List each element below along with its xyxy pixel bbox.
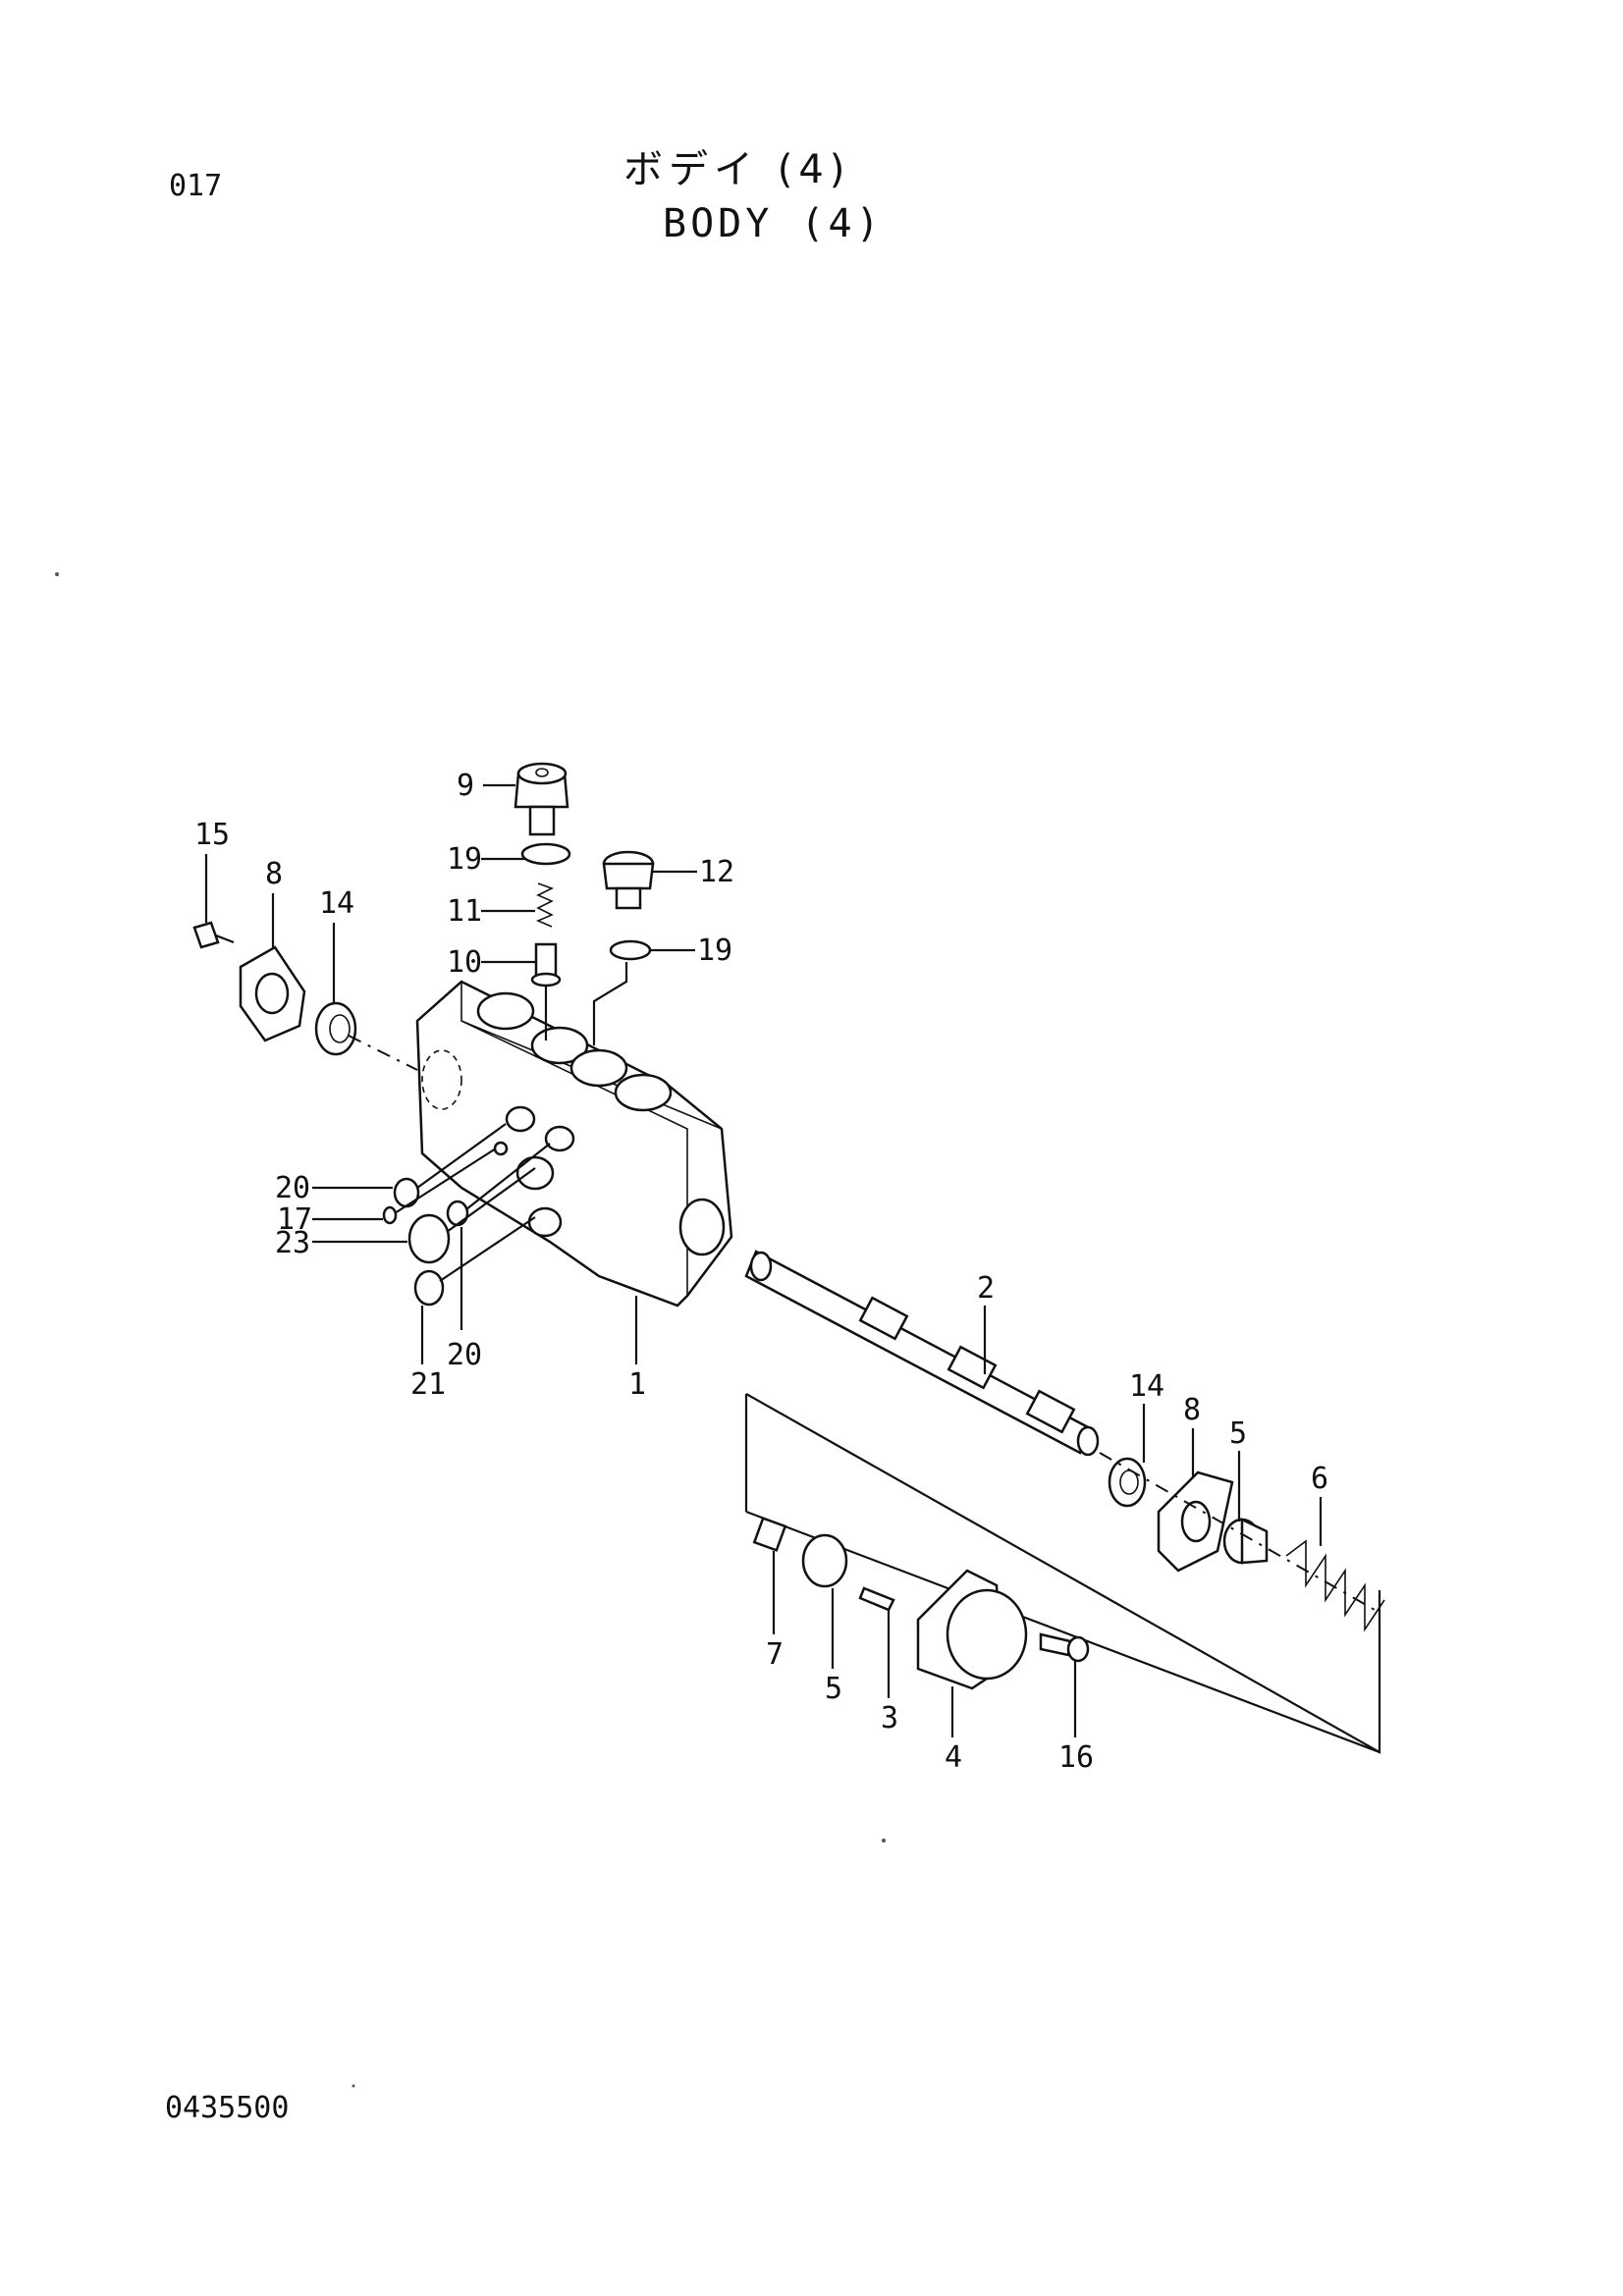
callout-19-top: 19: [447, 842, 482, 877]
leader-lines: [204, 783, 1323, 1737]
callout-20-bottom: 20: [447, 1338, 482, 1372]
callout-15: 15: [194, 818, 230, 852]
callout-8-right: 8: [1183, 1393, 1201, 1427]
callout-7: 7: [766, 1637, 784, 1672]
callout-4: 4: [945, 1740, 962, 1775]
callout-14-left: 14: [319, 886, 354, 921]
spool: [744, 1250, 1100, 1457]
right-end-spring-assembly: [1099, 1452, 1385, 1632]
callout-10: 10: [447, 945, 482, 980]
document-code: 0435500: [165, 2091, 290, 2125]
callout-6: 6: [1311, 1462, 1328, 1496]
title-japanese: ボデイ (4): [623, 147, 851, 192]
port-o-rings: [382, 1123, 551, 1307]
callout-12: 12: [699, 855, 734, 889]
cap-assembly: [744, 1393, 1381, 1754]
title-english: BODY (4): [663, 201, 884, 246]
top-plug-assembly: [514, 762, 571, 1041]
callout-21: 21: [410, 1367, 446, 1402]
callout-3: 3: [881, 1701, 898, 1735]
callout-5-bottom: 5: [825, 1672, 842, 1706]
callout-14-right: 14: [1129, 1369, 1164, 1404]
callout-9: 9: [457, 769, 474, 803]
side-plug-assembly: [592, 850, 655, 1045]
callout-11: 11: [447, 894, 482, 929]
valve-body: [415, 980, 733, 1308]
callout-8-left: 8: [265, 857, 283, 891]
callout-23: 23: [275, 1226, 310, 1260]
callout-19-right: 19: [697, 934, 732, 968]
callout-17: 17: [277, 1202, 312, 1237]
left-end-cap-assembly: [192, 921, 418, 1071]
callout-20-left: 20: [275, 1171, 310, 1205]
callout-2: 2: [977, 1271, 995, 1306]
callout-5-right: 5: [1229, 1416, 1247, 1451]
callout-16: 16: [1058, 1740, 1094, 1775]
page-code: 017: [169, 169, 223, 203]
callout-1: 1: [628, 1367, 646, 1402]
